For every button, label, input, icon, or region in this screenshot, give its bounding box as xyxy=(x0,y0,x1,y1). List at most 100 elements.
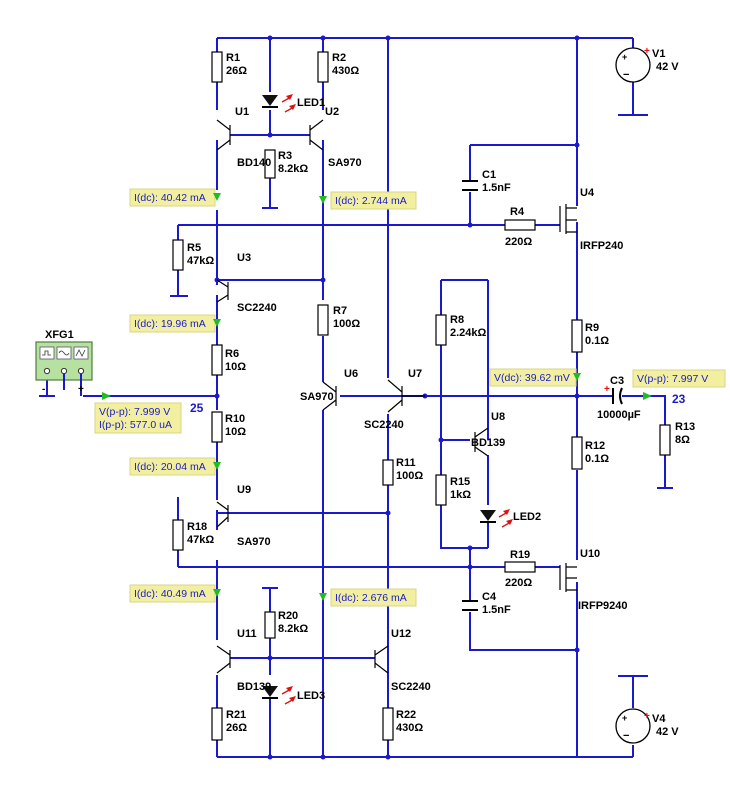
r7-value: 100Ω xyxy=(333,318,360,330)
u12-part: SC2240 xyxy=(391,681,431,693)
r19-ref: R19 xyxy=(510,549,530,561)
svg-text:+: + xyxy=(604,384,610,395)
probe-boxes xyxy=(94,188,726,607)
c1-value: 1.5nF xyxy=(482,182,511,194)
u6-part: SA970 xyxy=(300,391,334,403)
xfg1-minus-label: - xyxy=(42,384,45,395)
r2-value: 430Ω xyxy=(332,65,359,77)
u7-ref: U7 xyxy=(408,368,422,380)
junctions xyxy=(214,35,580,760)
resistor-r8-body xyxy=(435,314,447,346)
u9-part: SA970 xyxy=(237,536,271,548)
probe-u2-current: I(dc): 2.744 mA xyxy=(335,195,407,207)
net-labels: 25 23 xyxy=(190,392,686,415)
capacitor-symbols: + xyxy=(462,180,623,611)
svg-text:+: + xyxy=(644,711,650,722)
r18-value: 47kΩ xyxy=(187,534,214,546)
v1-ref: V1 xyxy=(652,48,665,60)
resistor-r18-body xyxy=(172,519,184,551)
r12-value: 0.1Ω xyxy=(585,453,609,465)
u11-part: BD139 xyxy=(237,681,271,693)
probe-output-dc: V(dc): 39.62 mV xyxy=(494,372,570,384)
led-labels: LED1 LED2 LED3 xyxy=(297,97,541,702)
resistor-r1-body xyxy=(211,51,223,83)
resistor-r5-body xyxy=(172,239,184,271)
led1-label: LED1 xyxy=(297,97,325,109)
r9-ref: R9 xyxy=(585,322,599,334)
r10-value: 10Ω xyxy=(225,426,246,438)
r11-value: 100Ω xyxy=(396,470,423,482)
resistor-labels: R1 26Ω R2 430Ω R3 8.2kΩ R4 220Ω R5 47kΩ … xyxy=(187,52,695,734)
resistor-bodies xyxy=(172,51,671,741)
probe-load-voltage: V(p-p): 7.997 V xyxy=(637,373,708,385)
instrument-labels: XFG1 - + xyxy=(42,329,84,395)
r20-ref: R20 xyxy=(278,610,298,622)
resistor-r4-body xyxy=(504,219,536,231)
svg-text:+: + xyxy=(644,46,650,57)
transistor-labels: U1 BD140 U2 SA970 U3 SC2240 U4 IRFP240 U… xyxy=(235,106,628,693)
resistor-r22-body xyxy=(382,707,394,741)
u9-ref: U9 xyxy=(237,484,251,496)
r5-value: 47kΩ xyxy=(187,255,214,267)
u1-part: BD140 xyxy=(237,157,271,169)
r10-ref: R10 xyxy=(225,413,245,425)
c4-ref: C4 xyxy=(482,591,497,603)
r2-ref: R2 xyxy=(332,52,346,64)
probe-u9-current: I(dc): 20.04 mA xyxy=(134,461,206,473)
probe-u11-current: I(dc): 40.49 mA xyxy=(134,588,206,600)
r22-value: 430Ω xyxy=(396,722,423,734)
resistor-r21-body xyxy=(211,707,223,741)
r15-ref: R15 xyxy=(450,476,470,488)
u2-part: SA970 xyxy=(328,157,362,169)
u8-part: BD139 xyxy=(471,437,505,449)
probe-u1-current: I(dc): 40.42 mA xyxy=(134,192,206,204)
u4-part: IRFP240 xyxy=(580,240,623,252)
resistor-r3-body xyxy=(264,149,276,179)
resistor-r11-body xyxy=(382,459,394,486)
r13-value: 8Ω xyxy=(675,434,690,446)
r3-value: 8.2kΩ xyxy=(278,163,308,175)
r8-value: 2.24kΩ xyxy=(450,327,487,339)
r11-ref: R11 xyxy=(396,457,416,469)
probe-u12-current: I(dc): 2.676 mA xyxy=(335,592,407,604)
resistor-r15-body xyxy=(435,474,447,506)
xfg1-plus-label: + xyxy=(78,384,84,395)
transistor-symbols xyxy=(216,119,577,674)
svg-text:+: + xyxy=(622,52,627,62)
net-23-label: 23 xyxy=(672,392,686,406)
u3-part: SC2240 xyxy=(237,302,277,314)
c4-value: 1.5nF xyxy=(482,604,511,616)
resistor-r19-body xyxy=(504,561,536,573)
r9-value: 0.1Ω xyxy=(585,335,609,347)
resistor-r2-body xyxy=(317,51,329,83)
resistor-r13-body xyxy=(659,424,671,456)
led-symbols xyxy=(262,94,513,705)
u12-ref: U12 xyxy=(391,628,411,640)
r13-ref: R13 xyxy=(675,421,695,433)
r3-ref: R3 xyxy=(278,150,292,162)
u1-ref: U1 xyxy=(235,106,249,118)
u8-ref: U8 xyxy=(491,411,505,423)
r20-value: 8.2kΩ xyxy=(278,623,308,635)
resistor-r6-body xyxy=(211,344,223,376)
probe-input-current: I(p-p): 577.0 uA xyxy=(99,419,172,431)
function-generator[interactable] xyxy=(35,341,93,396)
dc-sources: + − + − xyxy=(615,47,651,744)
u4-ref: U4 xyxy=(580,187,595,199)
led2-label: LED2 xyxy=(513,511,541,523)
u10-part: IRFP9240 xyxy=(578,600,628,612)
r4-value: 220Ω xyxy=(505,236,532,248)
led3-label: LED3 xyxy=(297,690,325,702)
source-labels: V1 42 V V4 42 V + + xyxy=(644,46,679,738)
xfg1-label: XFG1 xyxy=(45,329,74,341)
u6-ref: U6 xyxy=(344,368,358,380)
r18-ref: R18 xyxy=(187,521,207,533)
r21-ref: R21 xyxy=(226,709,246,721)
r15-value: 1kΩ xyxy=(450,489,471,501)
resistor-r10-body xyxy=(211,411,223,443)
c1-ref: C1 xyxy=(482,169,496,181)
c3-value: 10000µF xyxy=(597,409,641,421)
capacitor-labels: C1 1.5nF C3 10000µF C4 1.5nF xyxy=(482,169,641,616)
r8-ref: R8 xyxy=(450,314,464,326)
